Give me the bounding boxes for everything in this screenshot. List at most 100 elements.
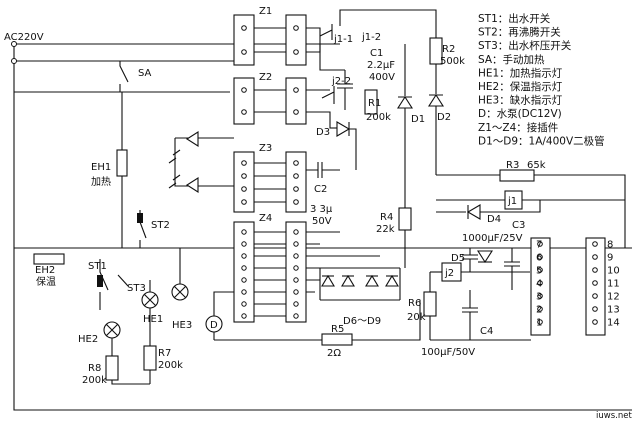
connector-pin xyxy=(537,280,543,286)
z1-label: Z1 xyxy=(259,6,272,17)
r8-value: 200k xyxy=(82,375,107,386)
c1-voltage: 400V xyxy=(369,72,395,83)
pin-number: 1 xyxy=(536,318,542,329)
heater-eh1 xyxy=(116,92,128,248)
connector-pin xyxy=(537,267,543,273)
led-indicators xyxy=(168,130,234,194)
z2-label: Z2 xyxy=(259,72,272,83)
connector-z4 xyxy=(233,221,380,323)
eh1-name: 加热 xyxy=(91,175,111,188)
pump-label: D xyxy=(210,320,218,331)
he2-label: HE2 xyxy=(78,334,98,345)
pin-number: 6 xyxy=(536,253,542,264)
pin-number: 12 xyxy=(607,292,620,303)
st1-label: ST1 xyxy=(88,261,107,272)
resistor-r3 xyxy=(436,169,626,248)
d2-label: D2 xyxy=(437,112,451,123)
st2-label: ST2 xyxy=(151,220,170,231)
connector-pin xyxy=(592,267,598,273)
cup-switch-st3 xyxy=(117,274,129,287)
legend-item: ST3：出水杯压开关 xyxy=(478,39,572,52)
relay-contact-j1-1 xyxy=(319,24,333,40)
c4-value: 100μF/50V xyxy=(421,347,475,358)
connector-z2 xyxy=(233,77,345,129)
diode-bridge-d6-d9 xyxy=(319,267,401,301)
legend-item: HE2：保温指示灯 xyxy=(478,80,563,93)
capacitor-c4 xyxy=(430,290,531,341)
c1-value: 2.2μF xyxy=(367,60,395,71)
he1-label: HE1 xyxy=(143,314,163,325)
lamp-he3 xyxy=(171,248,189,301)
diode-d2 xyxy=(427,90,445,175)
z3-label: Z3 xyxy=(259,143,272,154)
d5-label: D5 xyxy=(451,253,465,264)
reboil-switch-st2 xyxy=(137,210,147,248)
r6-label: R6 xyxy=(408,298,421,309)
pin-number: 13 xyxy=(607,305,620,316)
connector-pin xyxy=(537,241,543,247)
j1-label: j1 xyxy=(507,196,517,207)
pin-number: 11 xyxy=(607,279,620,290)
lamp-he1 xyxy=(141,280,159,340)
d6-d9-label: D6～D9 xyxy=(343,316,381,327)
resistor-r7 xyxy=(143,340,157,384)
connector-pin xyxy=(592,319,598,325)
z4-label: Z4 xyxy=(259,213,272,224)
legend: ST1：出水开关ST2：再沸腾开关ST3：出水杯压开关SA：手动加热HE1：加热… xyxy=(478,12,605,147)
pin-number: 4 xyxy=(536,279,542,290)
pin-number: 10 xyxy=(607,266,620,277)
relay-coil-j1 xyxy=(436,190,625,210)
connector-pin xyxy=(592,280,598,286)
legend-item: HE3：缺水指示灯 xyxy=(478,94,563,107)
r7-label: R7 xyxy=(158,348,171,359)
d4-label: D4 xyxy=(487,214,501,225)
power-rails xyxy=(11,9,632,411)
r7-value: 200k xyxy=(158,360,183,371)
eh1-label: EH1 xyxy=(91,162,111,173)
r2-label: R2 xyxy=(442,44,455,55)
capacitor-c1 xyxy=(337,70,353,100)
r1-value: 200k xyxy=(366,112,391,123)
pin-number: 7 xyxy=(536,240,542,251)
pin-number: 8 xyxy=(607,240,613,251)
connector-z3 xyxy=(233,151,307,213)
outlet-switch-st1 xyxy=(97,259,109,310)
connector-pin xyxy=(537,306,543,312)
manual-heat-switch-sa xyxy=(119,61,129,92)
resistor-r5 xyxy=(214,300,421,346)
connector-pin xyxy=(592,306,598,312)
relay-coil-j2 xyxy=(430,262,530,282)
d3-label: D3 xyxy=(316,127,330,138)
connector-pin xyxy=(537,293,543,299)
legend-item: Z1～Z4：接插件 xyxy=(478,121,558,134)
water-pump-d xyxy=(205,291,234,340)
connector-pin xyxy=(537,319,543,325)
relay-contact-j2-2 xyxy=(321,86,335,104)
connector-pin xyxy=(592,293,598,299)
j1-1-label: j1-1 xyxy=(333,34,353,45)
connector-z1 xyxy=(233,14,321,66)
resistor-r8 xyxy=(105,352,150,385)
pin-number: 2 xyxy=(536,305,542,316)
legend-item: ST2：再沸腾开关 xyxy=(478,26,561,39)
d1-label: D1 xyxy=(411,114,425,125)
legend-item: D：水泵(DC12V) xyxy=(478,108,562,120)
capacitor-c3 xyxy=(462,248,520,290)
c2-label: C2 xyxy=(314,184,327,195)
c4-label: C4 xyxy=(480,326,493,337)
r1-label: R1 xyxy=(368,98,381,109)
j2-label: j2 xyxy=(444,268,454,279)
legend-item: ST1：出水开关 xyxy=(478,12,551,25)
capacitor-c2 xyxy=(306,162,340,178)
pin-number: 14 xyxy=(607,318,620,329)
legend-item: D1～D9：1A/400V二极管 xyxy=(478,134,605,147)
resistor-r1 xyxy=(344,89,378,115)
legend-item: HE1：加热指示灯 xyxy=(478,66,563,79)
connector-pin xyxy=(592,254,598,260)
j2-2-label: j2-2 xyxy=(331,76,351,87)
c2-value: 3 3μ xyxy=(310,204,333,215)
r5-label: R5 xyxy=(331,324,344,335)
